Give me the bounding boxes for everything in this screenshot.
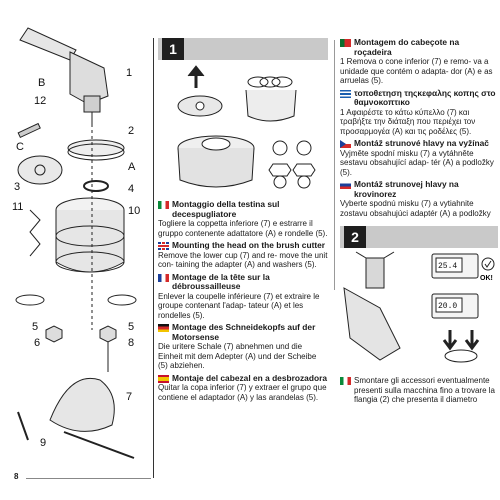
callout-5a: 5 (32, 321, 38, 333)
callout-8: 8 (128, 337, 134, 349)
callout-11: 11 (12, 201, 23, 213)
step-2-number: 2 (344, 226, 366, 248)
callout-C: C (16, 141, 24, 153)
callout-4: 4 (128, 183, 134, 195)
callout-1: 1 (126, 67, 132, 79)
washers-icon (245, 76, 297, 122)
italy-flag-icon (158, 201, 169, 209)
greece-flag-icon (340, 89, 351, 98)
section-gr: τοποθετηση τηςκεφαλης κοπης στο θαμνοκοπ… (340, 87, 496, 136)
callout-9: 9 (40, 437, 46, 449)
step-1-instructions-continued: Montagem do cabeçote na roçadeira 1 Remo… (340, 37, 498, 218)
czech-flag-icon (340, 140, 351, 148)
section-de: Montage des Schneidekopfs auf der Motors… (158, 322, 317, 370)
callout-10: 10 (128, 205, 140, 217)
callout-2: 2 (128, 125, 134, 137)
step-2-illustration: 25.4 20.0 OK! (343, 251, 495, 363)
caliper-reading-bottom: 20.0 (438, 302, 457, 311)
ok-label: OK! (480, 275, 493, 282)
step-2-header: 2 (340, 226, 498, 248)
portugal-flag-icon (340, 39, 351, 47)
callout-5b: 5 (128, 321, 134, 333)
step-2-instructions: Smontare gli accessori eventualmente pre… (340, 376, 498, 405)
slovakia-flag-icon (340, 181, 351, 189)
callout-3: 3 (14, 181, 20, 193)
section-sk: Montáž strunovej hlavy na krovinorez Vyb… (340, 179, 491, 218)
spain-flag-icon (158, 374, 169, 383)
step-1-instructions: Montaggio della testina sul decespugliat… (158, 199, 328, 402)
section-es: Montaje del cabezal en a desbrozadora Qu… (158, 372, 327, 402)
italy-flag-icon-step2 (340, 377, 351, 385)
step-1-illustration (177, 65, 316, 189)
exploded-view-diagram: 1 B 12 2 C A 3 4 10 11 5 5 6 8 7 9 (0, 0, 150, 500)
callout-12: 12 (34, 95, 46, 107)
section-uk: Mounting the head on the brush cutter Re… (158, 240, 328, 269)
section-fr: Montage de la tête sur la débroussailleu… (158, 271, 320, 320)
uk-flag-icon (158, 242, 169, 250)
exploded-view-svg: 1 B 12 2 C A 3 4 10 11 5 5 6 8 7 9 (12, 27, 140, 459)
column-divider-right (334, 40, 335, 290)
callout-7: 7 (126, 391, 132, 403)
section-pt: Montagem do cabeçote na roçadeira 1 Remo… (340, 37, 493, 85)
footer-rule (26, 478, 151, 479)
germany-flag-icon (158, 324, 169, 332)
section-cz: Montáž strunové hlavy na vyžínač Vyjměte… (340, 138, 494, 177)
page-number: 8 (14, 472, 19, 481)
step-1-header: 1 (158, 38, 328, 60)
step-1-column: 1 Montaggio della testina sul decespugli… (158, 38, 328, 493)
callout-A: A (128, 161, 136, 173)
section-it: Montaggio della testina sul decespugliat… (158, 199, 328, 238)
caliper-reading-top: 25.4 (438, 262, 457, 271)
callout-6: 6 (34, 337, 40, 349)
france-flag-icon (158, 273, 169, 282)
callout-B: B (38, 77, 45, 89)
column-divider (153, 38, 154, 478)
right-column: Montagem do cabeçote na roçadeira 1 Remo… (340, 37, 498, 493)
step-1-number: 1 (162, 38, 184, 60)
checkmark-icon (481, 257, 495, 271)
